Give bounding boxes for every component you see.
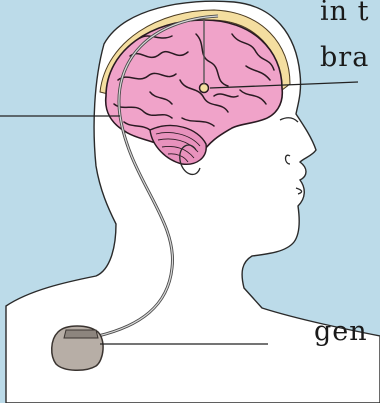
electrodes-label-line1: in t <box>320 0 369 27</box>
generator-connector <box>64 330 98 338</box>
electrodes-label-line2: bra <box>320 42 369 73</box>
electrode-target <box>200 84 209 93</box>
generator-label: gen <box>314 316 368 347</box>
